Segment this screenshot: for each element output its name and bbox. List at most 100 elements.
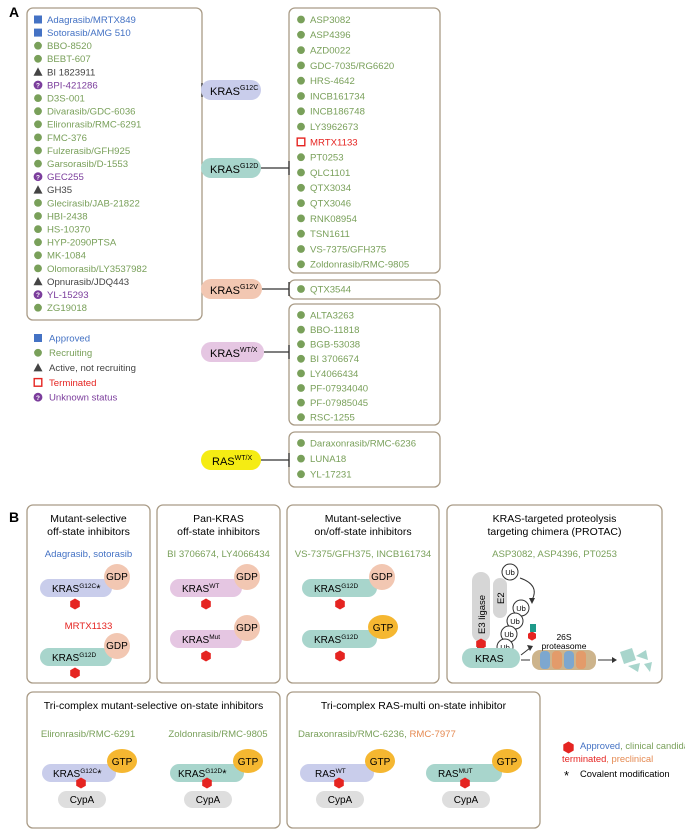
drug-list-item: YL-17231 [310,470,352,481]
drug-list-item: AZD0022 [310,46,351,57]
recruiting-marker-icon [297,398,305,407]
recruiting-marker-icon [297,214,305,223]
svg-text:ASP3082, ASP4396, PT0253: ASP3082, ASP4396, PT0253 [492,549,617,560]
recruiting-marker-icon [34,159,42,168]
drug-list-item: INCB186748 [310,107,365,118]
protac-kras-pill [462,648,520,668]
svg-text:off-state inhibitors: off-state inhibitors [47,526,130,538]
svg-text:Tri-complex RAS-multi on-state: Tri-complex RAS-multi on-state inhibitor [321,700,507,712]
drug-list-item: BI 1823911 [47,67,95,78]
drug-list-item: Garsorasib/D-1553 [47,159,128,170]
drug-list-item: PF-07985045 [310,398,368,409]
recruiting-marker-icon [297,470,305,479]
svg-text:KRAS-targeted proteolysis: KRAS-targeted proteolysis [493,513,617,525]
svg-text:targeting chimera (PROTAC): targeting chimera (PROTAC) [487,526,621,538]
svg-text:KRASWT: KRASWT [182,583,219,595]
svg-text:Approved, clinical candidate,: Approved, clinical candidate, [580,740,685,751]
recruiting-marker-icon [34,251,42,260]
svg-text:GTP: GTP [112,757,133,768]
recruiting-marker-icon [297,229,305,238]
svg-text:Ub: Ub [516,604,526,613]
recruiting-marker-icon [297,311,305,319]
drug-list-item: Elironrasib/RMC-6291 [47,120,141,131]
svg-text:Ub: Ub [510,617,520,626]
svg-text:KRASG12C*: KRASG12C* [52,583,101,595]
drug-list-item: GEC255 [47,172,84,183]
svg-text:BI 3706674, LY4066434: BI 3706674, LY4066434 [167,549,270,560]
terminated-marker-icon [296,137,306,147]
drug-list-item: QLC1101 [310,168,350,179]
g12d-list-box [288,7,441,274]
e3-ligase-shape [472,572,490,642]
drug-list-item: ALTA3263 [310,310,354,321]
drug-list-item: RSC-1255 [310,413,355,424]
degraded-fragments [620,648,652,672]
drug-list-item: QTX3544 [310,284,352,295]
recruiting-marker-icon [34,133,42,142]
svg-text:RASMUT: RASMUT [438,768,473,780]
svg-text:Mutant-selective: Mutant-selective [50,513,127,525]
svg-text:GTP: GTP [497,757,518,768]
svg-text:CypA: CypA [70,795,95,806]
drug-list-item: HBI-2438 [47,211,88,222]
drug-list-item: Sotorasib/AMG 510 [47,28,131,39]
approved-marker-icon [34,28,42,37]
recruiting-marker-icon [297,354,305,363]
target-kras-g12c: KRASG12C [201,80,261,100]
unknown-marker-icon: ? [33,290,43,299]
drug-list-item: LY4066434 [310,369,359,380]
recruiting-marker-icon [297,260,305,269]
svg-text:Pan-KRAS: Pan-KRAS [193,513,244,525]
recruiting-marker-icon [297,439,305,447]
recruiting-marker-icon [297,384,305,392]
drug-list-item: FMC-376 [47,133,87,144]
drug-list-item: GDC-7035/RG6620 [310,61,394,72]
svg-text:Ub: Ub [505,568,515,577]
recruiting-marker-icon [34,238,42,247]
legend-item: Unknown status [49,393,117,404]
recruiting-marker-icon [34,303,42,312]
svg-text:RASWT/X: RASWT/X [212,455,252,468]
drug-list-item: Zoldonrasib/RMC-9805 [310,260,409,271]
recruiting-marker-icon [34,120,42,129]
box-pan-kras-off-state: Pan-KRAS off-state inhibitors BI 3706674… [156,504,281,684]
svg-text:GDP: GDP [371,572,393,583]
svg-text:CypA: CypA [454,795,479,806]
svg-text:Tri-complex mutant-selective o: Tri-complex mutant-selective on-state in… [44,700,264,712]
svg-text:GTP: GTP [373,623,394,634]
drug-list-item: ASP4396 [310,30,351,41]
recruiting-marker-icon [297,369,305,378]
drug-list-item: Adagrasib/MRTX849 [47,15,136,26]
recruiting-marker-icon [297,46,305,54]
g12v-drug-list: QTX3544 [297,284,352,295]
svg-text:GTP: GTP [370,757,391,768]
e2-shape [493,578,507,618]
svg-text:RASWT: RASWT [315,768,346,780]
svg-text:KRAS: KRAS [475,653,504,665]
svg-text:KRASG12D*: KRASG12D* [178,768,227,780]
svg-text:CypA: CypA [196,795,221,806]
recruiting-marker-icon [297,15,305,24]
svg-text:KRASG12D: KRASG12D [314,634,359,646]
drug-list-item: HRS-4642 [310,76,355,87]
recruiting-marker-icon [34,146,42,155]
drug-list-item: Olomorasib/LY3537982 [47,264,147,275]
drug-list-item: Opnurasib/JDQ443 [47,277,129,288]
drug-list-item: QTX3046 [310,199,351,210]
target-kras-g12d: KRASG12D [201,158,261,178]
target-kras-wtx: KRASWT/X [201,342,264,362]
wtx-list-box [288,303,441,426]
recruiting-marker-icon [34,225,42,234]
recruiting-marker-icon [297,168,305,177]
drug-list-item: BBO-8520 [47,41,92,52]
target-kras-g12v: KRASG12V [201,279,262,299]
recruiting-marker-icon [34,199,42,207]
drug-list-item: BBO-11818 [310,325,359,336]
svg-text:GDP: GDP [106,572,128,583]
recruiting-marker-icon [34,94,42,102]
legend-item: Active, not recruiting [49,363,136,374]
recruiting-marker-icon [34,212,42,220]
drug-list-item: MK-1084 [47,251,87,262]
svg-text:GDP: GDP [236,572,258,583]
